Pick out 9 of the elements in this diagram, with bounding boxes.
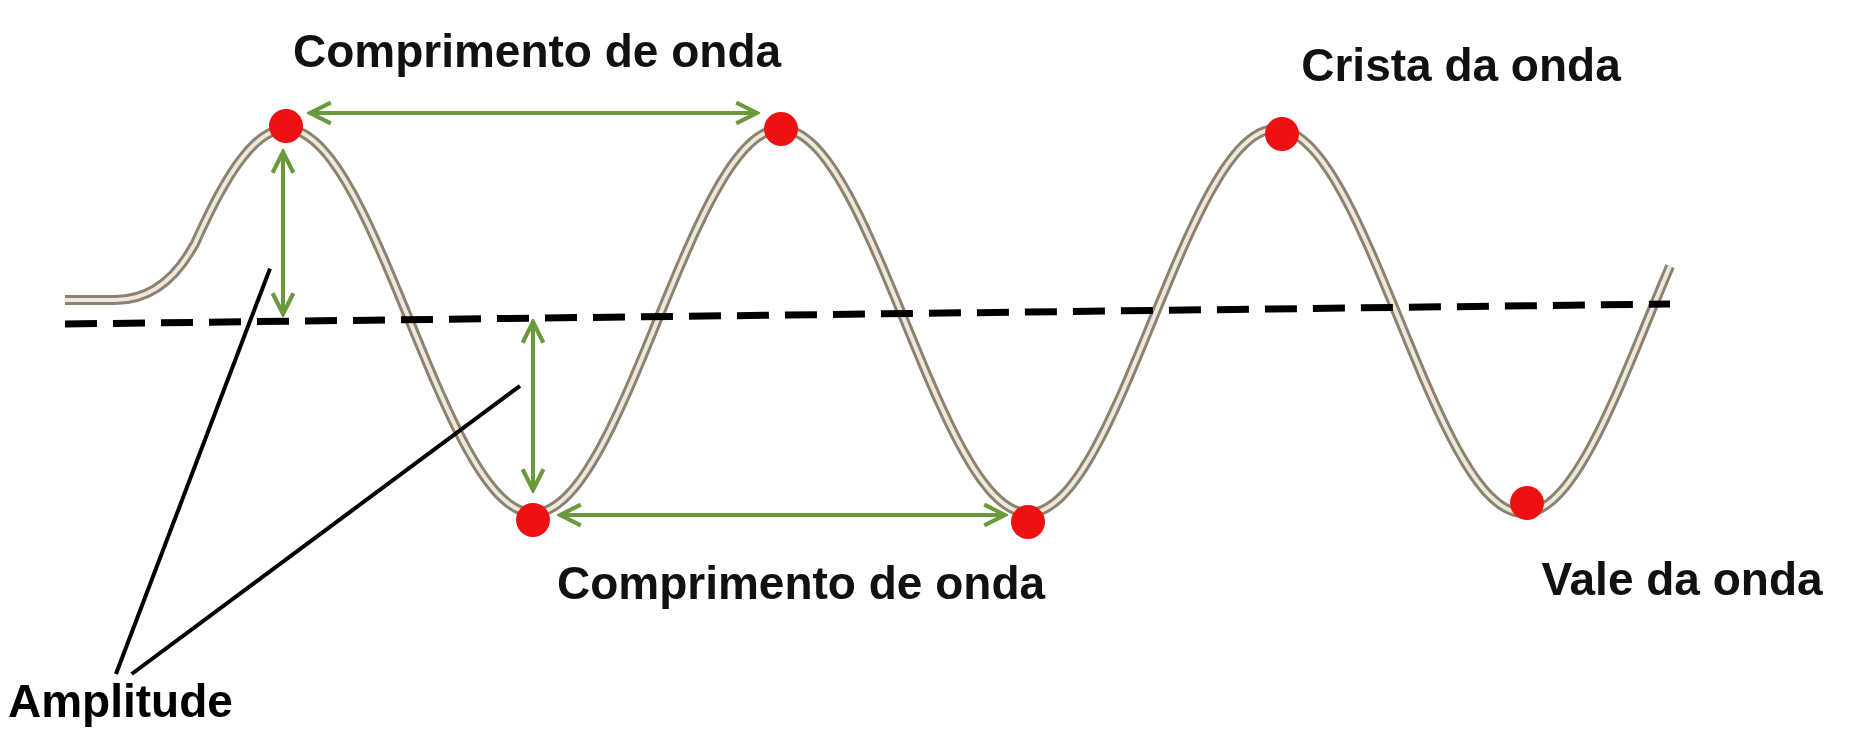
wave-label: Vale da onda [1541, 554, 1823, 605]
leader-line [130, 384, 522, 676]
wave-label: Crista da onda [1301, 40, 1621, 91]
dimension-line [270, 149, 296, 317]
dimension-line [520, 319, 546, 493]
leader-line [114, 267, 272, 675]
wave-label: Comprimento de onda [292, 26, 782, 77]
wave-label: Comprimento de onda [556, 558, 1046, 609]
part-label: Amplitude [8, 676, 233, 727]
